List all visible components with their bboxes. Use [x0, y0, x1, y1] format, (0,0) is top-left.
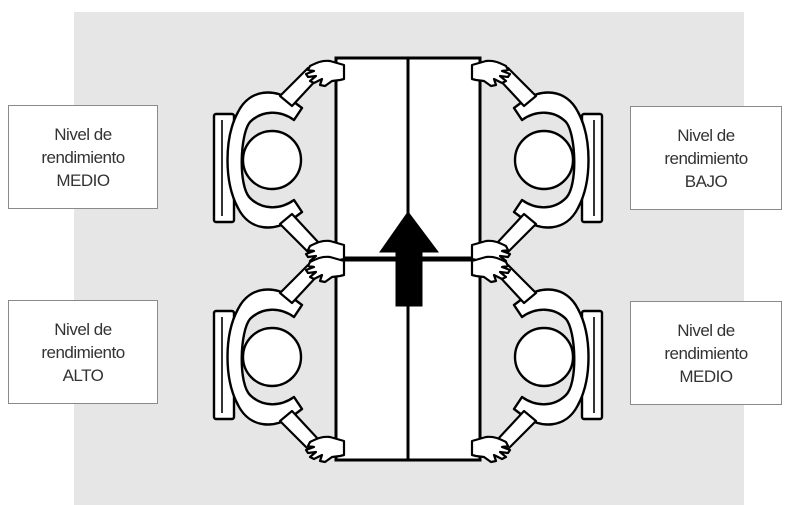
label-line: rendimiento [41, 342, 125, 362]
label-top-right: Nivel de rendimiento BAJO [630, 106, 782, 210]
label-level: ALTO [62, 365, 104, 385]
label-line: Nivel de [677, 320, 735, 340]
student-top-left [212, 66, 320, 254]
label-top-left: Nivel de rendimiento MEDIO [8, 105, 158, 209]
label-level: BAJO [684, 171, 728, 191]
student-bottom-right [496, 263, 604, 451]
label-line: rendimiento [41, 147, 125, 167]
label-line: rendimiento [664, 343, 748, 363]
label-line: Nivel de [54, 124, 112, 144]
label-line: Nivel de [54, 319, 112, 339]
label-line: rendimiento [664, 148, 748, 168]
label-bottom-left: Nivel de rendimiento ALTO [8, 300, 158, 404]
label-bottom-right: Nivel de rendimiento MEDIO [630, 301, 782, 405]
label-line: Nivel de [677, 125, 735, 145]
label-level: MEDIO [56, 170, 110, 190]
student-bottom-left [212, 263, 320, 451]
label-level: MEDIO [679, 366, 733, 386]
student-top-right [496, 66, 604, 254]
arrow-up-icon [379, 211, 439, 307]
